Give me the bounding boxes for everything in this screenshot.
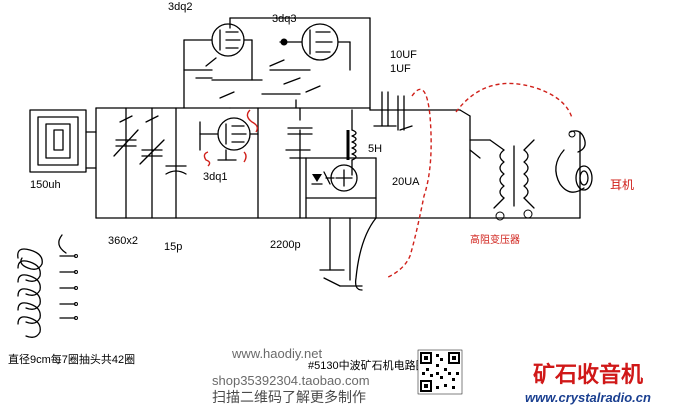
annotation-mark [246, 109, 259, 133]
meter-20ua [330, 164, 358, 192]
dashed-link [385, 88, 432, 279]
switch-cluster [195, 57, 321, 109]
annotation-mark [203, 151, 211, 167]
main-wires [95, 17, 581, 219]
choke-5h [346, 129, 357, 161]
tube-3dq1-label: 3dq1 [203, 171, 227, 183]
diode [311, 171, 335, 185]
watermark-site: www.haodiy.net [231, 346, 322, 361]
logo-name: 矿石收音机 [533, 362, 643, 387]
diagram-title: #5130中波矿石机电路图 [308, 358, 427, 372]
tapped-coil [17, 234, 78, 338]
tube-3dq2 [211, 23, 263, 81]
hv-transformer-label: 高阻变压器 [470, 233, 520, 246]
logo-url: www.crystalradio.cn [525, 390, 651, 405]
cap-10uf-1uf [373, 91, 413, 131]
qr-code [417, 349, 463, 395]
annotation-mark [243, 151, 247, 163]
loop-antenna [29, 109, 97, 173]
qr-note: 扫描二维码了解更多制作 [212, 389, 366, 405]
tube-3dq2-label: 3dq2 [168, 1, 192, 13]
cap-2200p-label: 2200p [270, 239, 301, 251]
tube-3dq3-label: 3dq3 [272, 13, 296, 25]
tube-3dq3 [269, 23, 351, 71]
cap-2200p [285, 127, 313, 159]
meter-20ua-label: 20UA [392, 176, 420, 188]
tube-3dq1 [199, 117, 259, 161]
cap-10uf-label: 10UF [390, 49, 417, 61]
choke-5h-label: 5H [368, 143, 382, 155]
watermark-shop: shop35392304.taobao.com [212, 373, 370, 388]
coil-note-label: 直径9cm每7圈抽头共42圈 [8, 352, 135, 366]
tuning-capacitors [113, 115, 187, 175]
cap-360x2-label: 360x2 [108, 235, 138, 247]
detector-wiring [319, 217, 377, 291]
coil-150uh-label: 150uh [30, 179, 61, 191]
hv-transformer [469, 139, 535, 221]
cap-15p-label: 15p [164, 241, 182, 253]
cap-1uf-label: 1UF [390, 63, 411, 75]
earphone [555, 130, 593, 193]
dashed-link [455, 82, 573, 119]
earphone-label: 耳机 [610, 178, 634, 192]
